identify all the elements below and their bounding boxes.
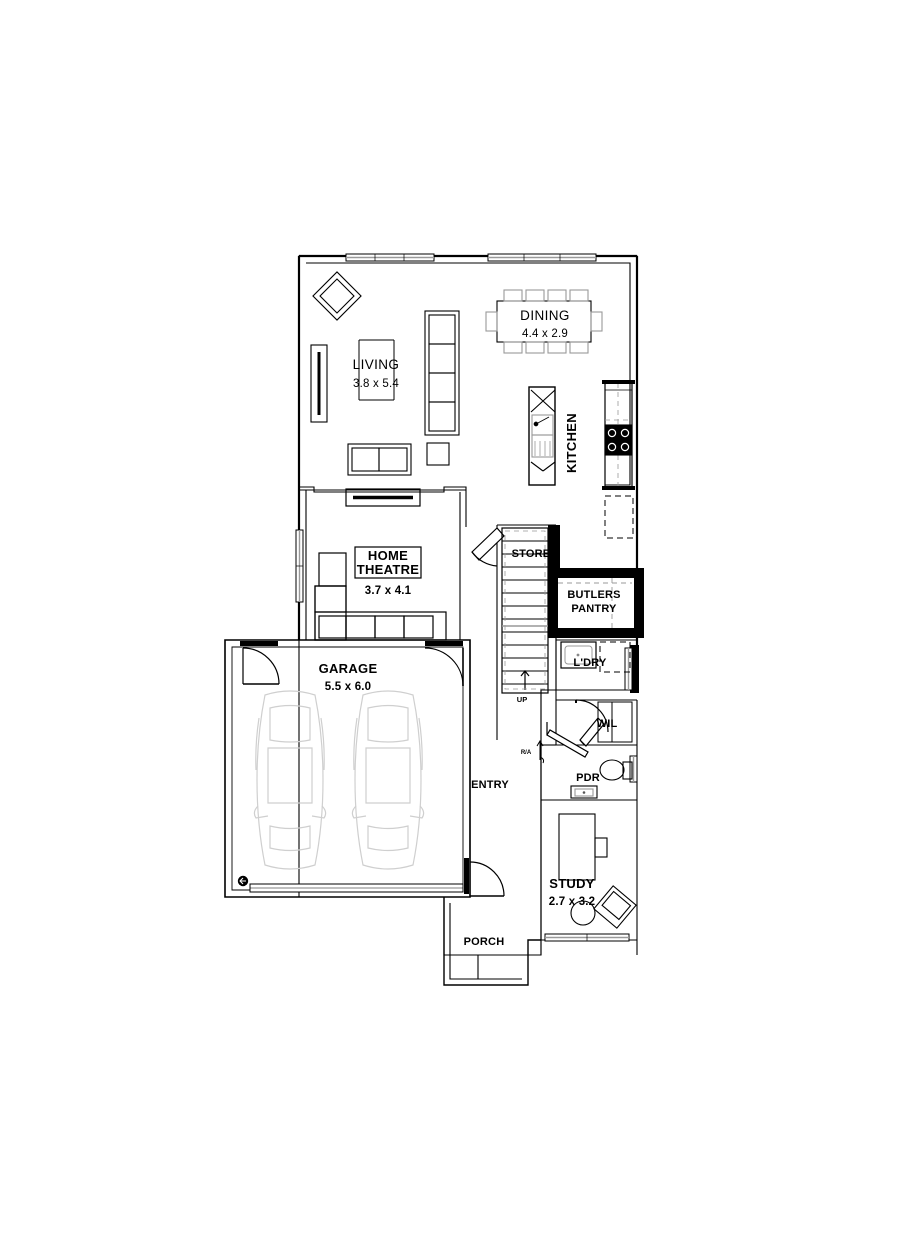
room-dim-home-theatre: 3.7 x 4.1 [365,585,412,597]
kitchen-bench [602,380,635,539]
room-label-laundry: L'DRY [573,657,607,669]
room-label-kitchen: KITCHEN [564,413,579,473]
window-dining-north [487,253,597,262]
living-rug [358,339,395,401]
room-label-home-theatre-line1: HOME [368,548,408,563]
room-label-garage: GARAGE [319,661,378,676]
window-theatre-west [295,529,304,603]
return-air-label: R/A [521,750,532,756]
room-label-study: STUDY [549,876,595,891]
door-garage-east [424,641,464,687]
room-label-wil: WIL [597,718,618,730]
home-theatre-furniture [314,488,447,641]
room-label-living: LIVING [353,357,400,372]
room-dim-living: 3.8 x 5.4 [353,378,399,390]
wil-shelving [597,701,633,743]
garage-cars [253,690,425,870]
door-laundry [575,699,609,733]
kitchen-fixtures [528,380,635,539]
return-air-symbol [536,740,545,764]
room-label-entry: ENTRY [471,779,509,791]
home-theatre-label-box: HOME THEATRE [354,546,422,579]
room-label-butlers-pantry-line1: BUTLERS [567,589,620,601]
study-chair [570,900,596,926]
ottoman [312,271,362,321]
toilet [599,759,633,781]
room-label-home-theatre-line2: THEATRE [357,562,420,577]
door-pdr [546,722,589,758]
car-1 [253,690,327,870]
study-desk [558,813,608,881]
door-garage-west [240,641,280,685]
sofa-living [347,443,412,476]
cooktop [604,424,633,456]
solid-wall-masses [548,525,644,693]
study-furniture [558,813,637,929]
window-laundry-east [624,647,633,691]
room-dim-study: 2.7 x 3.2 [549,896,596,908]
door-entry [464,858,505,897]
sofa-living-modular [424,310,460,436]
room-dim-dining: 4.4 x 2.9 [522,328,568,340]
room-label-butlers-pantry-line2: PANTRY [571,603,617,615]
tv-living [310,344,328,423]
room-label-porch: PORCH [464,936,505,948]
stair-up-label: UP [517,695,527,704]
pdr-fixtures [570,759,633,799]
room-labels: LIVING 3.8 x 5.4 DINING 4.4 x 2.9 KITCHE… [319,308,621,948]
sectional-sofa [314,552,447,641]
room-dim-garage: 5.5 x 6.0 [325,681,372,693]
laundry-fixtures [560,641,631,673]
butlers-pantry-bench [558,578,632,628]
side-table [426,442,450,466]
study-armchair [593,885,637,929]
room-label-dining: DINING [520,308,570,323]
room-label-pdr: PDR [576,772,600,784]
room-label-store: STORE [512,548,551,560]
staircase [501,527,549,694]
window-living-north [345,253,435,262]
garage-roller-door [249,883,464,893]
laundry-trough [560,641,597,669]
kitchen-island [528,386,556,486]
garage-corner-marker [237,875,249,887]
living-room-furniture [310,271,460,476]
vanity-basin [570,785,598,799]
window-pdr-east [629,755,638,783]
car-2 [351,690,425,870]
window-study-south [544,933,630,942]
dining-table [485,289,603,354]
tv-theatre [345,488,421,507]
